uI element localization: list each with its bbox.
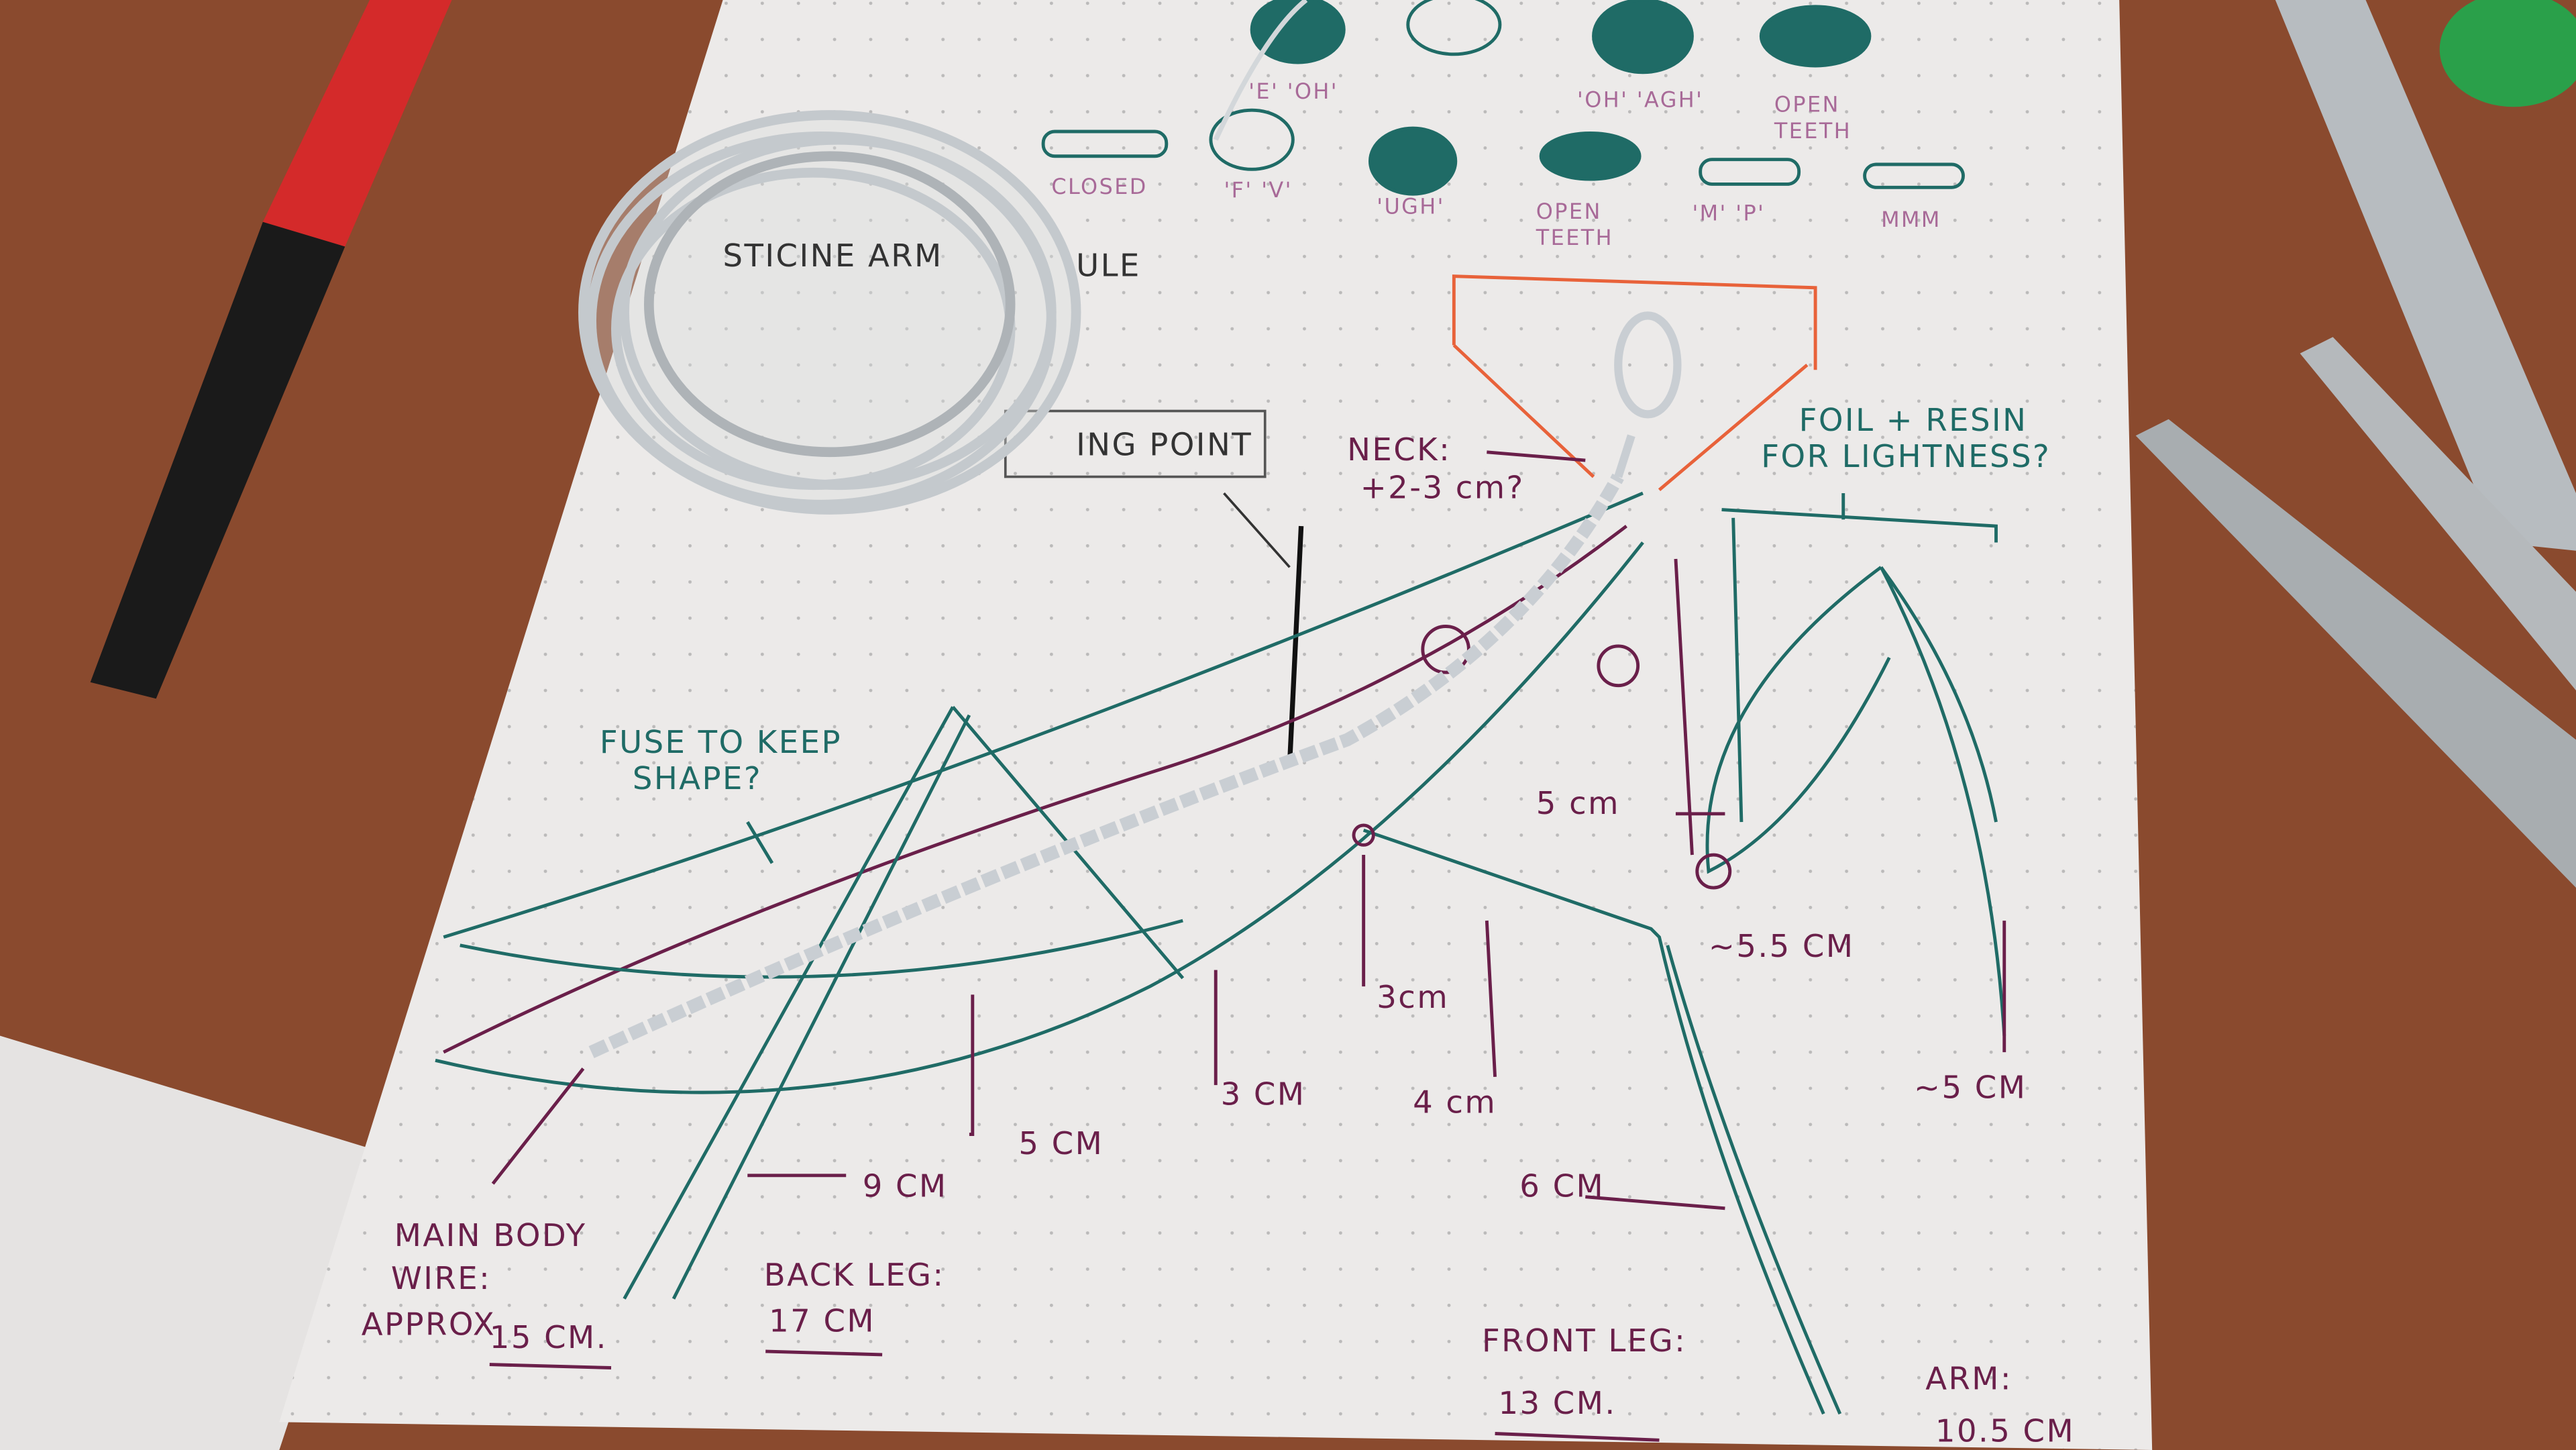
measurement-label: 6 CM — [1519, 1168, 1605, 1204]
measurement-label: ~5 CM — [1914, 1070, 2027, 1106]
twisted-wire — [588, 0, 1682, 1058]
measurement-label: 4 cm — [1413, 1084, 1497, 1121]
neck-label: NECK: — [1347, 431, 1451, 468]
main-body-label: APPROX — [362, 1306, 496, 1342]
scissors-blade — [2135, 419, 2576, 888]
orange-guide — [1452, 274, 1817, 492]
mouth-shapes — [1041, 0, 1965, 196]
arm-label: 10.5 CM — [1935, 1413, 2075, 1449]
back-leg-label: BACK LEG: — [764, 1257, 945, 1293]
back-leg-label: 17 CM — [769, 1303, 875, 1339]
pivot-point-box — [1004, 409, 1267, 478]
neck-label: +2-3 cm? — [1360, 469, 1525, 505]
measurement-label: 5 CM — [1018, 1125, 1104, 1161]
front-leg-label: 13 CM. — [1498, 1385, 1616, 1421]
arm-label: ARM: — [1925, 1360, 2012, 1396]
mantis-sketch — [435, 450, 2006, 1415]
mouth-label: 'M' 'P' — [1692, 200, 1765, 225]
mouth-label: OPEN — [1536, 199, 1602, 224]
underline — [489, 1363, 612, 1369]
measurement-label: 9 CM — [863, 1168, 948, 1204]
measurement-label: 3 CM — [1221, 1076, 1306, 1112]
mouth-label: MMM — [1881, 207, 1941, 232]
mouth-label: CLOSED — [1051, 174, 1147, 199]
mouth-labels: 'E' 'OH' 'OH' 'AGH' OPEN TEETH CLOSED 'F… — [1051, 79, 1941, 250]
pivot-line — [1287, 525, 1304, 765]
fuse-note: FUSE TO KEEP — [600, 724, 842, 760]
scissors-blade-2 — [2300, 337, 2576, 691]
wire-coil — [578, 110, 1081, 515]
white-board-corner — [0, 1035, 378, 1450]
pivot-point-label: ING POINT — [1076, 427, 1252, 463]
mouth-label: 'E' 'OH' — [1248, 79, 1338, 104]
pivot-pointer — [1223, 492, 1291, 568]
main-body-label: 15 CM. — [490, 1319, 608, 1355]
steel-ruler — [2275, 0, 2576, 551]
mouth-label: 'F' 'V' — [1224, 177, 1292, 203]
mouth-label: 'UGH' — [1377, 194, 1445, 219]
dot-grid — [279, 0, 2153, 1450]
mouth-label: 'OH' 'AGH' — [1577, 87, 1703, 112]
main-body-label: MAIN BODY — [394, 1217, 587, 1253]
front-leg-label: FRONT LEG: — [1482, 1323, 1686, 1359]
mouth-label: TEETH — [1536, 225, 1613, 250]
mouth-label: OPEN — [1774, 92, 1840, 117]
page-title: STICINE ARM — [723, 238, 943, 274]
underline — [1495, 1432, 1660, 1442]
measurement-label: 5 cm — [1536, 785, 1620, 821]
foil-note: FOIL + RESIN — [1799, 402, 2028, 438]
main-body-label: WIRE: — [391, 1260, 491, 1296]
measurement-label: 3cm — [1377, 979, 1449, 1015]
fuse-note: SHAPE? — [633, 760, 762, 796]
foil-note: FOR LIGHTNESS? — [1761, 438, 2051, 474]
underline — [765, 1349, 883, 1357]
mouth-label: TEETH — [1774, 118, 1851, 144]
green-handle — [2439, 0, 2576, 107]
marker-pen — [90, 0, 452, 699]
measurement-label: ~5.5 CM — [1709, 928, 1855, 964]
page-title-end: ULE — [1076, 248, 1141, 284]
